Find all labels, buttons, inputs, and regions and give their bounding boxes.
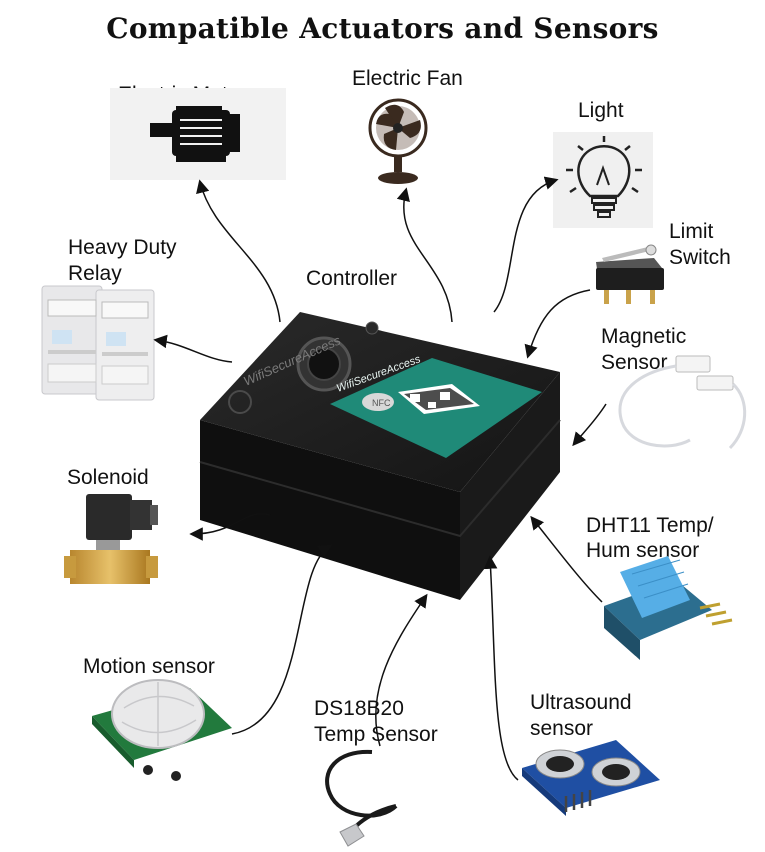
arrow-from-ultrasound <box>483 555 519 781</box>
arrow-to-fan <box>396 187 453 323</box>
label-limit-line2: Switch <box>669 246 731 269</box>
label-magnetic-line2: Sensor <box>601 351 668 374</box>
ultrasound-sensor-image <box>522 740 660 816</box>
label-light: Light <box>578 99 624 122</box>
label-ultrasound-line2: sensor <box>530 717 594 740</box>
limit-switch-image <box>596 244 664 304</box>
arrow-from-limit-switch <box>524 289 591 359</box>
label-dht-line1: DHT11 Temp/ <box>586 514 714 537</box>
arrow-from-dht11 <box>530 515 603 603</box>
label-limit-line1: Limit <box>669 220 714 243</box>
electric-motor-image <box>110 88 286 180</box>
arrow-to-light <box>493 176 559 313</box>
label-electric-fan: Electric Fan <box>352 67 463 90</box>
magnetic-sensor-image <box>618 355 747 450</box>
arrow-from-motion-sensor <box>231 544 333 735</box>
controller-nfc-text: NFC <box>372 398 391 408</box>
motion-sensor-image <box>92 679 232 781</box>
heavy-duty-relay-image <box>41 285 155 401</box>
label-ultrasound-line1: Ultrasound <box>530 691 632 714</box>
label-motion-sensor: Motion sensor <box>83 655 215 678</box>
solenoid-valve-image <box>64 494 158 584</box>
electric-fan-image <box>368 98 428 184</box>
dht11-sensor-image <box>604 556 733 660</box>
label-dht-line2: Hum sensor <box>586 539 700 562</box>
label-relay-line2: Relay <box>68 262 122 285</box>
arrow-to-solenoid <box>189 513 271 541</box>
label-solenoid: Solenoid <box>67 466 149 489</box>
light-bulb-image <box>553 132 653 228</box>
diagram-title: Compatible Actuators and Sensors <box>106 12 659 45</box>
label-relay-line1: Heavy Duty <box>68 236 177 259</box>
label-ds18b20-line2: Temp Sensor <box>314 723 438 746</box>
arrow-from-ds18b20 <box>375 593 428 747</box>
label-ds18b20-line1: DS18B20 <box>314 697 404 720</box>
label-magnetic-line1: Magnetic <box>601 325 687 348</box>
controller-device: NFC WifiSecureAccess WifiSecureAccess <box>199 312 561 600</box>
arrow-from-magnetic-sensor <box>572 403 607 447</box>
arrow-to-motor <box>196 179 281 323</box>
ds18b20-probe-image <box>325 749 398 847</box>
label-controller: Controller <box>306 267 398 290</box>
arrow-to-relay <box>153 334 233 363</box>
